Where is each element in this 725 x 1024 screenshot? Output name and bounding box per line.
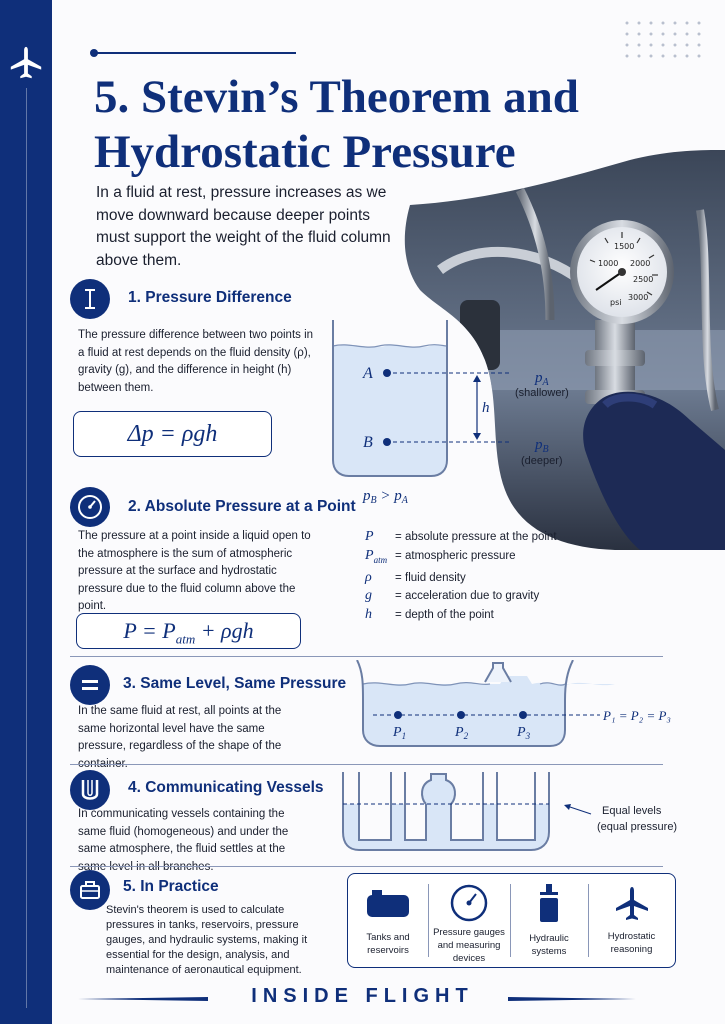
divider <box>70 764 663 765</box>
pressure-difference-formula: Δp = ρgh <box>73 411 272 457</box>
communicating-vessels-diagram: Equal levels (equal pressure) <box>342 772 677 851</box>
formula-legend: P=absolute pressure at the point Patm=at… <box>365 528 557 624</box>
tank-icon <box>367 890 409 917</box>
svg-text:2500: 2500 <box>633 275 653 284</box>
section2-body: The pressure at a point inside a liquid … <box>78 530 311 612</box>
height-label: h <box>482 400 490 416</box>
legend-row: Patm=atmospheric pressure <box>365 547 516 565</box>
pressure-relation: pB > pA <box>362 488 409 506</box>
divider <box>510 884 511 957</box>
u-tube-icon <box>70 770 110 810</box>
section5-body: Stevin's theorem is used to calculate pr… <box>106 904 308 976</box>
svg-text:2000: 2000 <box>630 259 650 268</box>
svg-text:1000: 1000 <box>598 259 618 268</box>
title-line-1: 5. Stevin’s Theorem and <box>94 71 579 123</box>
section1-title: 1. Pressure Difference <box>128 289 292 306</box>
hydraulic-icon <box>540 884 558 922</box>
divider <box>588 884 589 957</box>
pa-label: pA <box>534 370 550 388</box>
divider <box>70 656 663 657</box>
toolbox-icon <box>70 870 110 910</box>
svg-text:3000: 3000 <box>628 293 648 302</box>
pa-caption: (shallower) <box>515 387 569 399</box>
section1-body: The pressure difference between two poin… <box>78 329 314 394</box>
dot-grid-decoration <box>625 21 701 58</box>
absolute-pressure-formula: P = Patm + ρgh <box>76 613 301 649</box>
same-level-diagram: P1 P2 P3 P₁ = P₂ = P₃ <box>356 660 671 747</box>
section3-body: In the same fluid at rest, all points at… <box>78 705 282 770</box>
divider <box>428 884 429 957</box>
pb-label: pB <box>534 437 549 455</box>
legend-row: ρ=fluid density <box>365 569 466 585</box>
point-2 <box>457 711 465 719</box>
point-a-label: A <box>362 365 373 382</box>
section2-title: 2. Absolute Pressure at a Point <box>128 498 356 515</box>
footer-decoration-right <box>508 997 638 1001</box>
airplane-icon <box>615 887 648 920</box>
legend-row: g=acceleration due to gravity <box>365 588 540 604</box>
gauge-section-icon <box>70 487 110 527</box>
section3-title: 3. Same Level, Same Pressure <box>123 675 347 692</box>
sidebar <box>0 0 52 1024</box>
title-accent-line <box>90 49 296 57</box>
section4-body: In communicating vessels containing the … <box>78 808 289 873</box>
point-1 <box>394 711 402 719</box>
equal-pressure-caption: (equal pressure) <box>597 821 677 833</box>
pb-caption: (deeper) <box>521 455 563 467</box>
point-b-label: B <box>363 434 373 451</box>
legend-row: h=depth of the point <box>365 606 494 622</box>
gauge-icon <box>450 884 488 922</box>
pressure-difference-diagram: A B h pA (shallower) pB (deeper) pB > pA <box>332 320 569 506</box>
intro-text: In a fluid at rest, pressure increases a… <box>96 184 391 269</box>
point-3 <box>519 711 527 719</box>
airplane-icon <box>10 46 42 79</box>
pressure-gauge-photo: 1000 1500 2000 2500 3000 psi <box>404 150 725 550</box>
section5-title: 5. In Practice <box>123 878 219 895</box>
svg-text:1500: 1500 <box>614 242 634 251</box>
point-a <box>383 369 391 377</box>
page-title: 5. Stevin’s Theorem and Hydrostatic Pres… <box>94 70 634 180</box>
sidebar-line <box>26 88 27 1008</box>
point-b <box>383 438 391 446</box>
height-difference-icon <box>70 279 110 319</box>
equal-pressure-equation: P₁ = P₂ = P₃ <box>602 708 671 723</box>
title-line-2: Hydrostatic Pressure <box>94 126 516 178</box>
equals-icon <box>70 665 110 705</box>
legend-row: P=absolute pressure at the point <box>365 529 557 544</box>
equal-levels-caption: Equal levels <box>602 805 662 817</box>
svg-text:psi: psi <box>610 298 621 307</box>
footer-decoration-left <box>78 997 208 1001</box>
footer-brand: INSIDE FLIGHT <box>251 985 474 1007</box>
divider <box>70 866 663 867</box>
section4-title: 4. Communicating Vessels <box>128 779 324 796</box>
